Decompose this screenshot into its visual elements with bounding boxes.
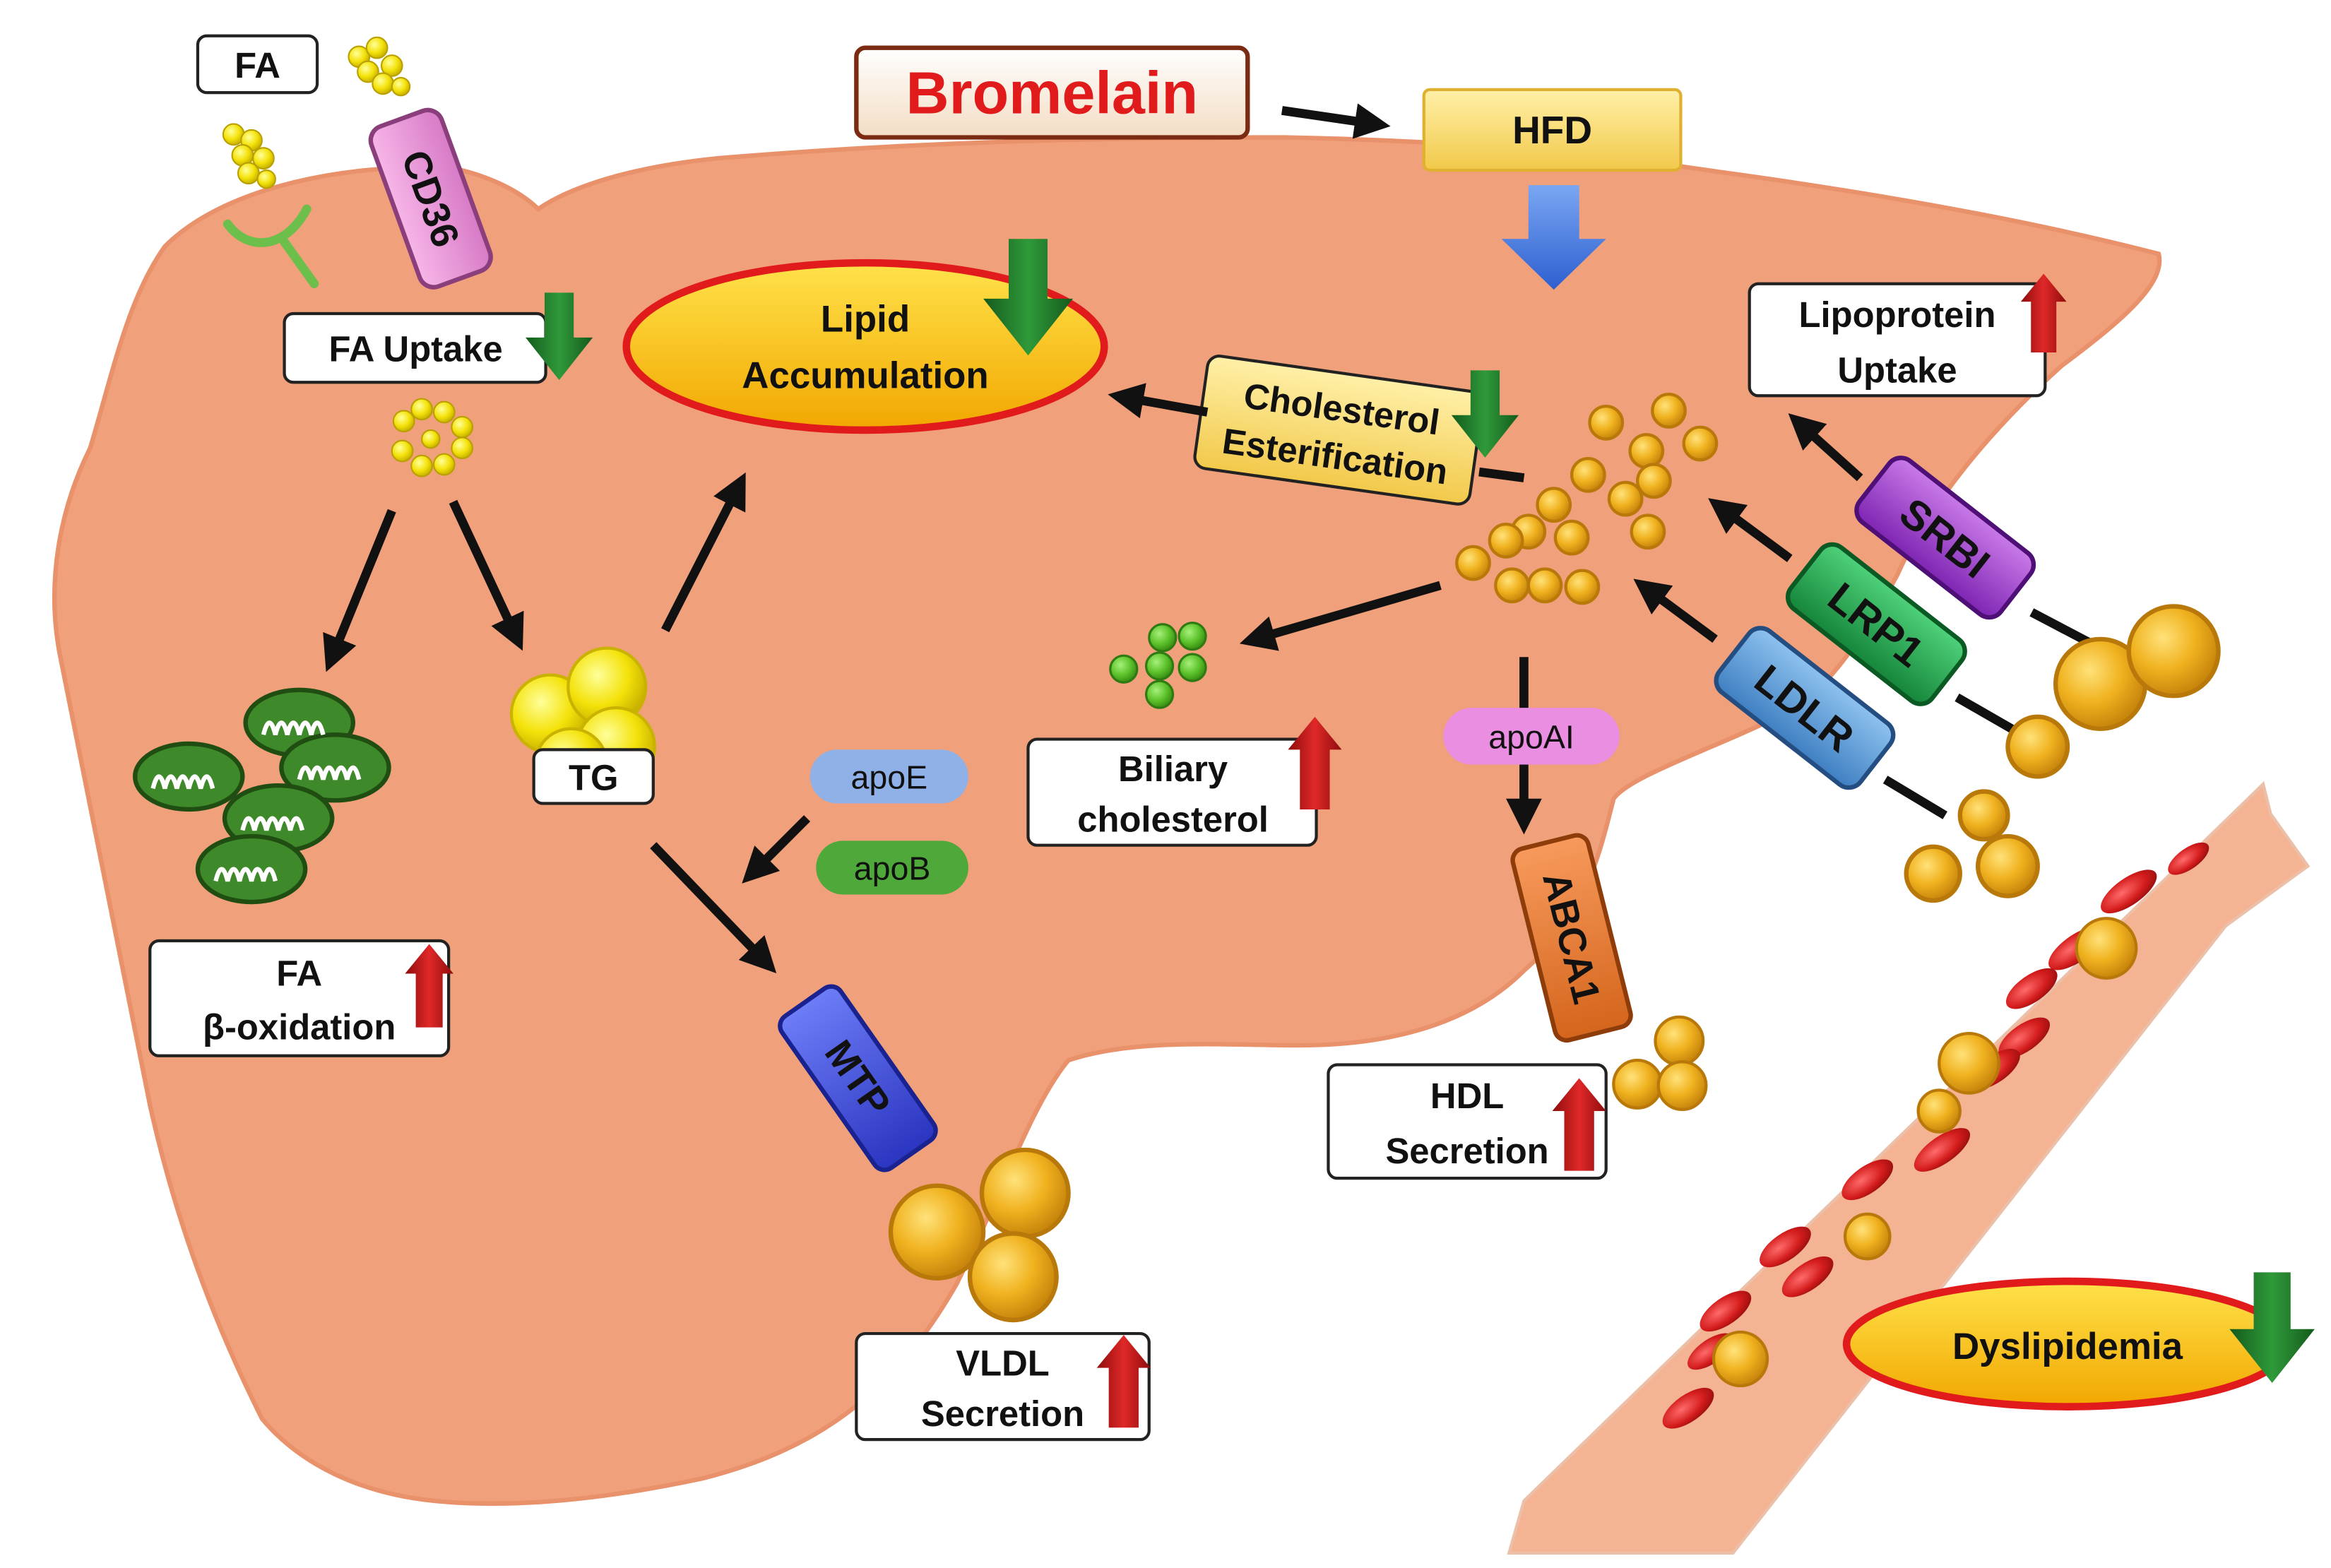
mitochondria-icon (132, 687, 391, 905)
vldl-box (855, 1331, 1151, 1442)
fatty-acid-particles (222, 36, 411, 189)
beta-oxidation-box (148, 939, 451, 1057)
lipid-accumulation-line1: Lipid (821, 298, 910, 340)
bromelain-to-hfd-arrow (1281, 103, 1391, 139)
lipoprotein-uptake-line2: Uptake (1837, 350, 1957, 390)
fa-label: FA (235, 45, 280, 85)
cholesterol-to-esterification-line (1478, 467, 1525, 482)
receptor-lipoproteins (1904, 604, 2221, 903)
hdl-particles (1612, 1015, 1708, 1112)
abca1-transporter: ABCA1 (1510, 833, 1633, 1043)
biliary-line1: Biliary (1118, 749, 1228, 789)
ldlr-stem (1882, 776, 1947, 819)
tg-to-mtp-arrow (650, 842, 777, 974)
apoe-pill (809, 749, 968, 804)
apoai-pill (1443, 708, 1620, 765)
ldlr-to-cluster-arrow (1633, 578, 1718, 643)
hdl-line2: Secretion (1385, 1131, 1548, 1171)
ldlr-receptor: LDLR (1714, 626, 1896, 790)
srbi-to-uptake-arrow (1788, 413, 1863, 482)
bromelain-title: Bromelain (906, 59, 1199, 126)
srbi-stem (2029, 608, 2091, 646)
hdl-line1: HDL (1430, 1076, 1504, 1116)
fa-receptor-icon (223, 204, 319, 289)
hfd-label: HFD (1512, 108, 1592, 152)
esterification-to-accumulation-arrow (1108, 383, 1209, 419)
fa-ring-particles (391, 398, 474, 477)
blood-vessel (1507, 780, 2311, 1555)
hfd-box: HFD (1422, 88, 1683, 172)
apo-to-mtp-arrow (742, 815, 811, 884)
apoe-label: apoE (851, 759, 928, 795)
tg-to-accumulation-arrow (661, 472, 746, 633)
fa-to-mito-arrow (323, 509, 396, 672)
dyslipidemia-label: Dyslipidemia (1952, 1326, 2183, 1367)
cd36-receptor: CD36 (368, 107, 493, 290)
bromelain-title-box: Bromelain (854, 45, 1250, 140)
vldl-line2: Secretion (921, 1394, 1084, 1434)
lipid-accumulation-line2: Accumulation (742, 355, 988, 397)
fa-uptake-label: FA Uptake (329, 329, 503, 369)
biliary-particles (1109, 622, 1207, 709)
vessel-lipoproteins (1712, 917, 2138, 1388)
biliary-line2: cholesterol (1077, 800, 1269, 840)
beta-oxidation-line2: β-oxidation (203, 1007, 396, 1047)
tg-box (532, 748, 655, 805)
vldl-particles (888, 1147, 1071, 1323)
lipoprotein-uptake-line1: Lipoprotein (1799, 295, 1996, 335)
beta-oxidation-line1: FA (276, 953, 322, 993)
apob-pill (816, 841, 968, 895)
lrp1-to-cluster-arrow (1708, 498, 1793, 562)
fa-to-tg-arrow (449, 499, 524, 651)
lipid-accumulation-ellipse (622, 259, 1108, 434)
apob-label: apoB (854, 850, 931, 886)
vldl-line1: VLDL (956, 1343, 1049, 1383)
hfd-down-arrow (1501, 185, 1606, 290)
lrp1-stem (1955, 693, 2019, 736)
hdl-box (1327, 1063, 1608, 1180)
tg-label: TG (569, 757, 618, 797)
apoai-label: apoAI (1488, 718, 1574, 755)
cholesterol-cluster (1455, 393, 1719, 605)
fa-label-box (196, 34, 319, 95)
cholesterol-to-biliary-arrow (1239, 581, 1442, 651)
